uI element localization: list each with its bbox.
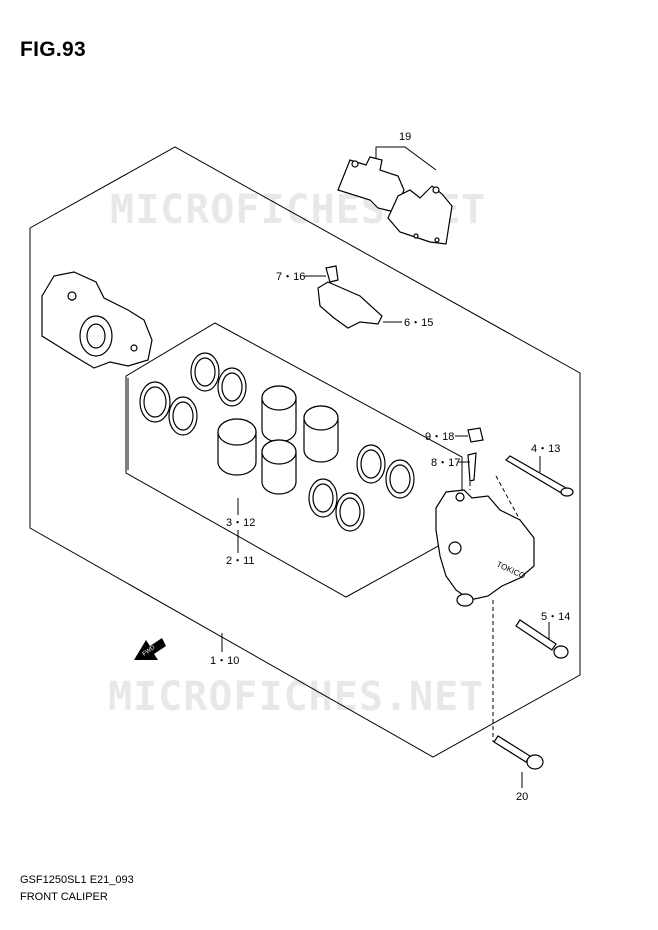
callout-9-18: 9・18: [425, 431, 454, 443]
alignment-lines: [469, 475, 521, 742]
callout-3-12: 3・12: [226, 517, 255, 529]
figure-title: FIG.93: [20, 38, 86, 61]
mounting-bolt: [493, 735, 544, 770]
callout-8-17: 8・17: [431, 457, 460, 469]
assembly-frame: [29, 146, 581, 758]
pad-pin: [505, 455, 574, 497]
figure-code: GSF1250SL1 E21_093: [20, 874, 134, 886]
piston-seals: [139, 352, 415, 532]
callout-6-15: 6・15: [404, 317, 433, 329]
figure-name: FRONT CALIPER: [20, 891, 108, 903]
caliper-left-half: [41, 271, 153, 369]
callout-5-14: 5・14: [541, 611, 570, 623]
callout-2-11: 2・11: [226, 555, 255, 567]
pistons: [217, 385, 339, 495]
callout-7-16: 7・16: [276, 271, 305, 283]
bleeder-valve: [467, 427, 484, 482]
callout-20: 20: [516, 791, 528, 803]
caliper-bolt: [515, 619, 569, 659]
forward-arrow-icon: FWD: [134, 638, 166, 660]
brake-pads: [337, 156, 453, 245]
watermark-bottom: MICROFICHES.NET: [108, 674, 484, 720]
callout-1-10: 1・10: [210, 655, 239, 667]
caliper-right-half: TOKICO: [435, 489, 535, 607]
pad-spring: [317, 265, 383, 329]
callout-19: 19: [399, 131, 411, 143]
callout-4-13: 4・13: [531, 443, 560, 455]
